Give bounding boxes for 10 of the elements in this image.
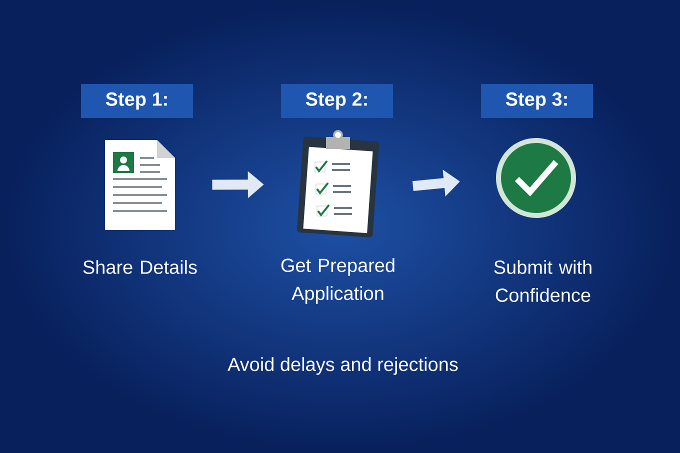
step-badge: Step 2: — [281, 84, 393, 118]
step-caption: Share Details — [83, 260, 197, 274]
document-icon — [105, 140, 175, 230]
clipboard-icon — [296, 130, 380, 238]
step-badge: Step 3: — [481, 84, 593, 118]
checkmark-icon — [496, 138, 576, 218]
step-caption: Submit with Confidence — [494, 260, 592, 302]
step-badge: Step 1: — [81, 84, 193, 118]
step-caption: Get Prepared Application — [281, 258, 394, 304]
tagline: Avoid delays and rejections — [228, 357, 458, 375]
